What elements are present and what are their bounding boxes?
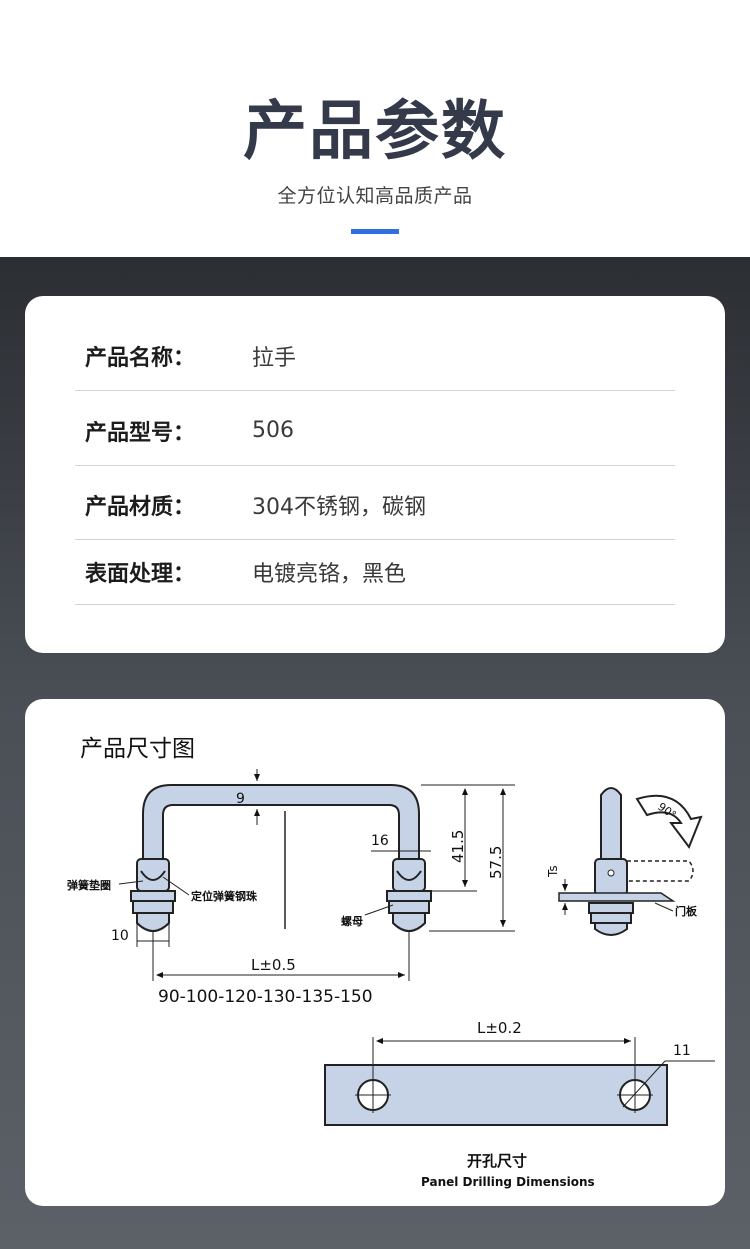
param-label: 产品材质： — [85, 494, 196, 520]
param-value: 304不锈钢，碳钢 — [252, 494, 426, 520]
handle-side-view: 90° Ts 门板 — [546, 787, 703, 936]
handle-front-view: 9 16 41.5 57.5 10 L±0.5 90-100-12 — [67, 769, 515, 1007]
left-stud — [136, 912, 170, 932]
right-washer — [386, 890, 432, 902]
rotation-arrow — [635, 794, 703, 850]
param-row-model: 产品型号： 506 — [75, 396, 675, 466]
side-washer — [588, 902, 634, 914]
param-label: 产品型号： — [85, 420, 196, 446]
header: 产品参数 全方位认知高品质产品 — [0, 0, 750, 257]
right-nut — [388, 900, 430, 914]
dim-16-label: 16 — [371, 833, 389, 849]
dim-41-5-label: 41.5 — [449, 830, 467, 863]
param-label: 产品名称： — [85, 345, 196, 371]
panel-title-en: Panel Drilling Dimensions — [421, 1175, 595, 1189]
label-spring-washer: 弹簧垫圈 — [67, 878, 111, 892]
side-collar — [594, 858, 628, 896]
param-value: 电镀亮铬，黑色 — [252, 562, 407, 587]
label-nut: 螺母 — [341, 914, 363, 928]
dim-9-label: 9 — [236, 791, 245, 807]
param-row-finish: 表面处理： 电镀亮铬，黑色 — [75, 540, 675, 605]
dimensions-card: 产品尺寸图 9 — [25, 699, 725, 1206]
right-stud — [392, 912, 426, 932]
page-subtitle: 全方位认知高品质产品 — [277, 185, 473, 207]
technical-drawing: 9 16 41.5 57.5 10 L±0.5 90-100-12 — [67, 769, 715, 1189]
label-spring-ball: 定位弹簧钢珠 — [191, 889, 258, 903]
page-title: 产品参数 — [243, 95, 507, 169]
param-label: 表面处理： — [85, 562, 196, 587]
param-row-name: 产品名称： 拉手 — [75, 321, 675, 391]
side-nut — [590, 912, 632, 924]
left-collar — [136, 858, 170, 892]
param-value: 506 — [252, 418, 294, 443]
title-underline — [351, 229, 399, 234]
door-label: 门板 — [675, 904, 698, 918]
side-handle-bar — [600, 787, 622, 860]
params-card: 产品名称： 拉手 产品型号： 506 产品材质： 304不锈钢，碳钢 表面处理：… — [25, 296, 725, 653]
left-washer — [130, 890, 176, 902]
ts-label: Ts — [546, 865, 560, 878]
dimensions-title: 产品尺寸图 — [80, 736, 195, 762]
hole-diameter-label: 11 — [673, 1043, 691, 1059]
panel-drilling-view: L±0.2 11 开孔尺寸 Panel Drilling Dimensions — [324, 1019, 715, 1189]
length-options: 90-100-120-130-135-150 — [158, 987, 373, 1007]
dim-length-label: L±0.5 — [251, 956, 296, 974]
param-row-material: 产品材质： 304不锈钢，碳钢 — [75, 470, 675, 540]
panel-title-cn: 开孔尺寸 — [467, 1152, 527, 1170]
dim-10-label: 10 — [111, 928, 129, 944]
param-value: 拉手 — [252, 345, 297, 371]
dim-57-5-label: 57.5 — [487, 846, 505, 879]
right-collar — [392, 858, 426, 892]
panel-length-label: L±0.2 — [477, 1019, 522, 1037]
left-nut — [132, 900, 174, 914]
door-panel — [558, 892, 676, 902]
